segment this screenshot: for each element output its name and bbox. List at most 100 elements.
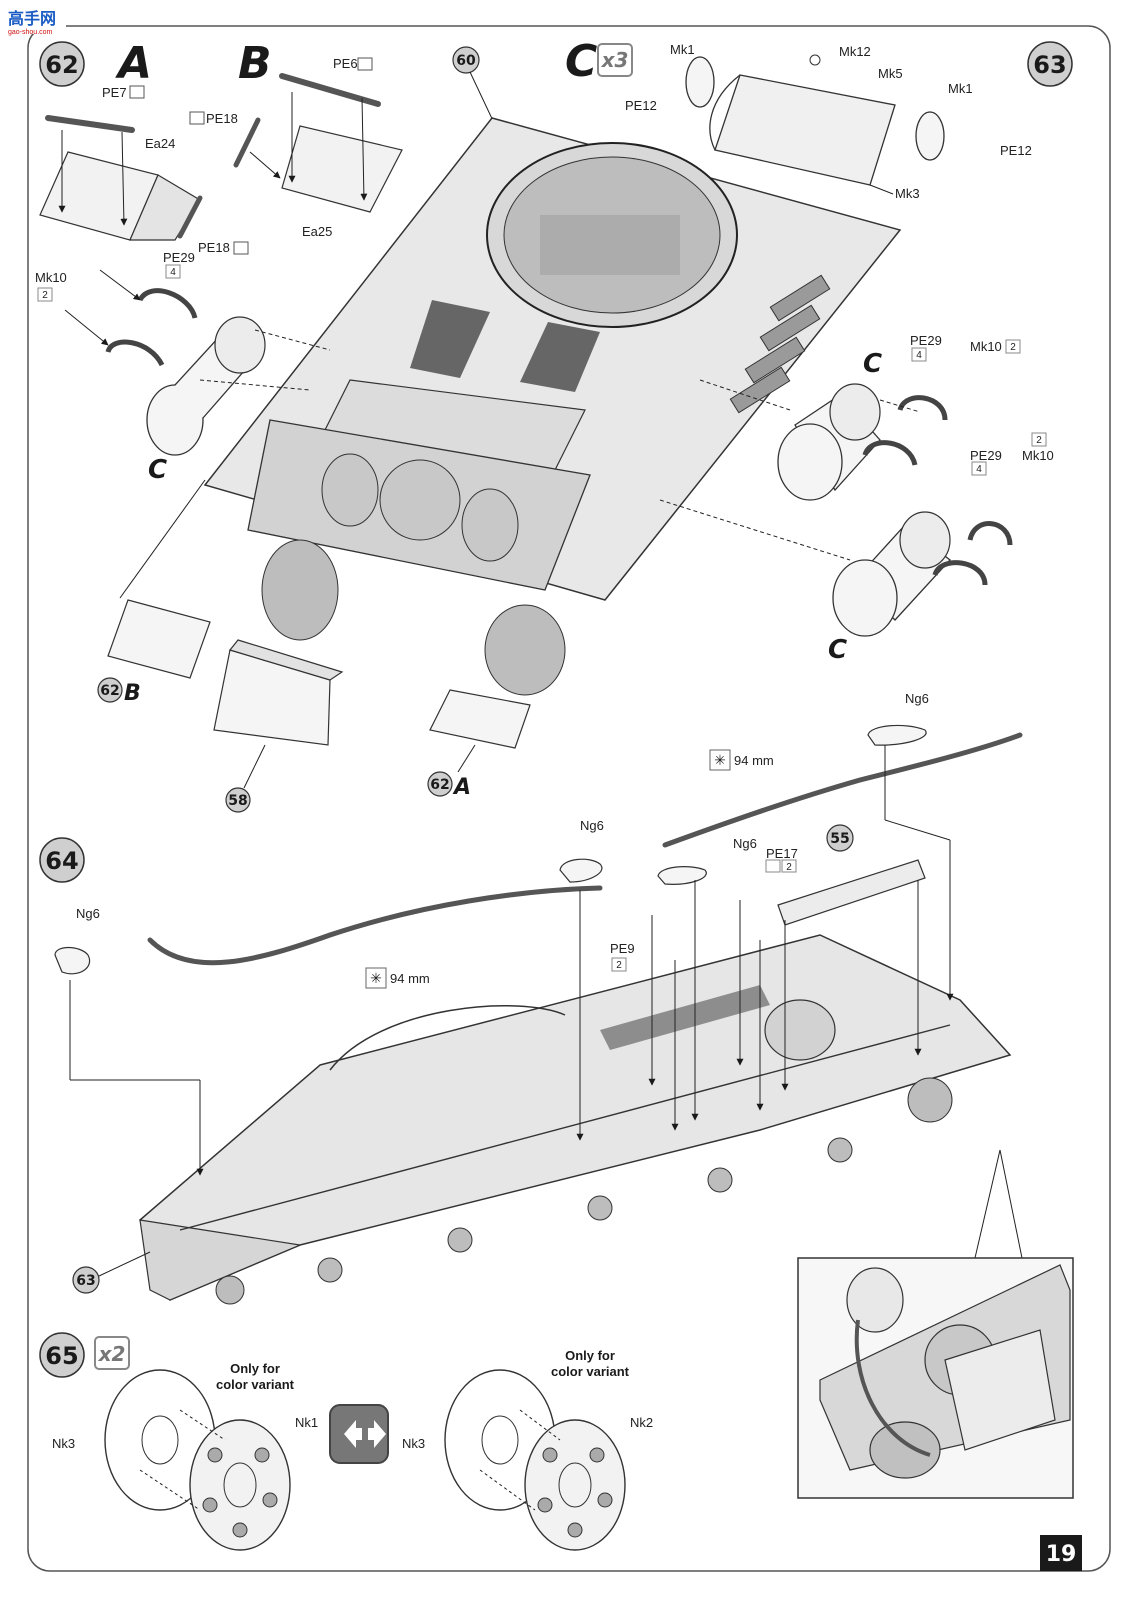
drum-right2-c: C — [828, 635, 847, 665]
ref-62a-letter: A — [452, 775, 471, 800]
label-pe29-r1: PE29 — [910, 333, 942, 348]
step-64-number: 64 — [45, 847, 78, 875]
ref-63-badge — [72, 1266, 100, 1294]
cut-icon — [709, 749, 731, 771]
label-ng6-left: Ng6 — [76, 906, 100, 921]
pe-icon — [129, 85, 145, 99]
variant-b-letter: B — [238, 38, 272, 89]
logo-text: 高手网 — [8, 9, 56, 28]
ref-60-badge — [452, 46, 480, 74]
qty-box — [911, 347, 927, 362]
qty-box — [1005, 339, 1021, 354]
ng6-eyelet-mid1 — [559, 858, 603, 883]
detail-inset — [797, 1149, 1074, 1499]
ng6-eyelet-right — [867, 724, 927, 746]
subassembly-a: PE7 Ea24 PE18 — [39, 85, 249, 255]
label-mk1-right: Mk1 — [948, 81, 973, 96]
ref-62a-badge — [427, 771, 453, 797]
qty-mk10-r1: 2 — [1010, 342, 1016, 353]
label-pe7: PE7 — [102, 85, 127, 100]
label-pe17: PE17 — [766, 846, 798, 861]
drive-wheel-left — [261, 539, 339, 641]
tow-cable-right — [662, 732, 1023, 848]
qty-box — [1031, 432, 1047, 447]
ng6-eyelet-left — [54, 946, 91, 975]
label-nk2: Nk2 — [630, 1415, 653, 1430]
label-ng6-mid2: Ng6 — [733, 836, 757, 851]
ea24-flap — [129, 174, 201, 241]
variant-a-letter: A — [115, 38, 152, 89]
subassembly-b: PE6 PE18 Ea25 — [189, 56, 403, 239]
mk-drum-assembly: Mk1 Mk12 Mk5 Mk1 PE12 PE12 Mk3 — [625, 42, 1032, 201]
step-62-badge — [39, 41, 85, 87]
tow-cable-left — [147, 885, 603, 966]
label-ea24: Ea24 — [145, 136, 175, 151]
qty-pe29-r1: 4 — [916, 350, 922, 361]
cut-icon-glyph: ✳ — [370, 970, 382, 986]
ref-60: 60 — [456, 53, 476, 69]
qty-pe9: 2 — [616, 960, 622, 971]
cut-icon — [365, 967, 387, 989]
qty-box-x3 — [597, 43, 633, 77]
label-ea25: Ea25 — [302, 224, 332, 239]
label-pe6: PE6 — [333, 56, 358, 71]
label-nk1: Nk1 — [295, 1415, 318, 1430]
label-ng6-right: Ng6 — [905, 691, 929, 706]
step-64-badge — [39, 837, 85, 883]
pe-icon — [765, 859, 781, 873]
qty-mk10-r2: 2 — [1036, 435, 1042, 446]
label-pe18-bottom: PE18 — [198, 240, 230, 255]
mk5-drum — [714, 74, 896, 186]
ng6-eyelet-mid2 — [657, 866, 707, 885]
qty-pe29-r2: 4 — [976, 464, 982, 475]
ref-55-badge — [826, 824, 854, 852]
label-mk3: Mk3 — [895, 186, 920, 201]
label-pe29-left: PE29 — [163, 250, 195, 265]
fuel-drum-right-2: C PE29 4 Mk10 2 — [659, 432, 1054, 665]
qty-pe17: 2 — [786, 862, 792, 873]
toolbox-55 — [777, 859, 926, 926]
side-grille — [600, 985, 770, 1050]
step-63-badge — [1027, 41, 1073, 87]
step-63-number: 63 — [1033, 51, 1066, 79]
alternative-icon — [329, 1404, 389, 1464]
label-pe9: PE9 — [610, 941, 635, 956]
step-62-number: 62 — [45, 51, 78, 79]
step-63: 63 C x3 60 — [35, 36, 1073, 813]
label-pe29-r2: PE29 — [970, 448, 1002, 463]
pe7-strip — [45, 115, 135, 133]
site-logo: 高手网 gao-shou.com — [4, 6, 66, 36]
label-mk5: Mk5 — [878, 66, 903, 81]
ea25-plate — [281, 125, 403, 213]
drive-wheel-right — [484, 604, 566, 696]
label-mk10-r2: Mk10 — [1022, 448, 1054, 463]
label-ng6-mid1: Ng6 — [580, 818, 604, 833]
wheel-pair-1: Nk3 Nk1 Only for color variant — [52, 1361, 318, 1551]
note-variant-b-line1: Only for — [565, 1348, 615, 1363]
side-fuel-drum — [764, 999, 836, 1061]
qty-x3: x3 — [601, 48, 629, 72]
pe18-strip-b — [233, 117, 261, 168]
qty-box-x2 — [94, 1336, 130, 1370]
ref-62b-badge — [97, 677, 123, 703]
plate-62a: 62 A — [427, 689, 531, 800]
qty-x2: x2 — [98, 1342, 126, 1366]
label-nk3-b: Nk3 — [402, 1436, 425, 1451]
qty-box — [611, 957, 627, 972]
label-cable-length-right: 94 mm — [734, 753, 774, 768]
ref-55: 55 — [830, 831, 849, 847]
pe-icon — [233, 241, 249, 255]
qty-pe29-left: 4 — [170, 267, 176, 278]
qty-box — [781, 859, 797, 873]
mk1-left-cap — [685, 56, 715, 108]
rear-hatch — [379, 459, 461, 541]
qty-mk10-left: 2 — [42, 290, 48, 301]
drum-right1-c: C — [863, 349, 882, 379]
qty-box — [971, 461, 987, 476]
tank-hull-top — [203, 117, 902, 696]
note-variant-a-line1: Only for — [230, 1361, 280, 1376]
label-mk10-left: Mk10 — [35, 270, 67, 285]
fuel-drum-right-1: C PE29 4 Mk10 2 — [699, 333, 1021, 501]
logo-url: gao-shou.com — [8, 29, 53, 36]
step-64: 64 Ng6 Ng6 Ng6 Ng6 ✳ 94 mm ✳ 94 mm PE17 … — [39, 691, 1074, 1499]
